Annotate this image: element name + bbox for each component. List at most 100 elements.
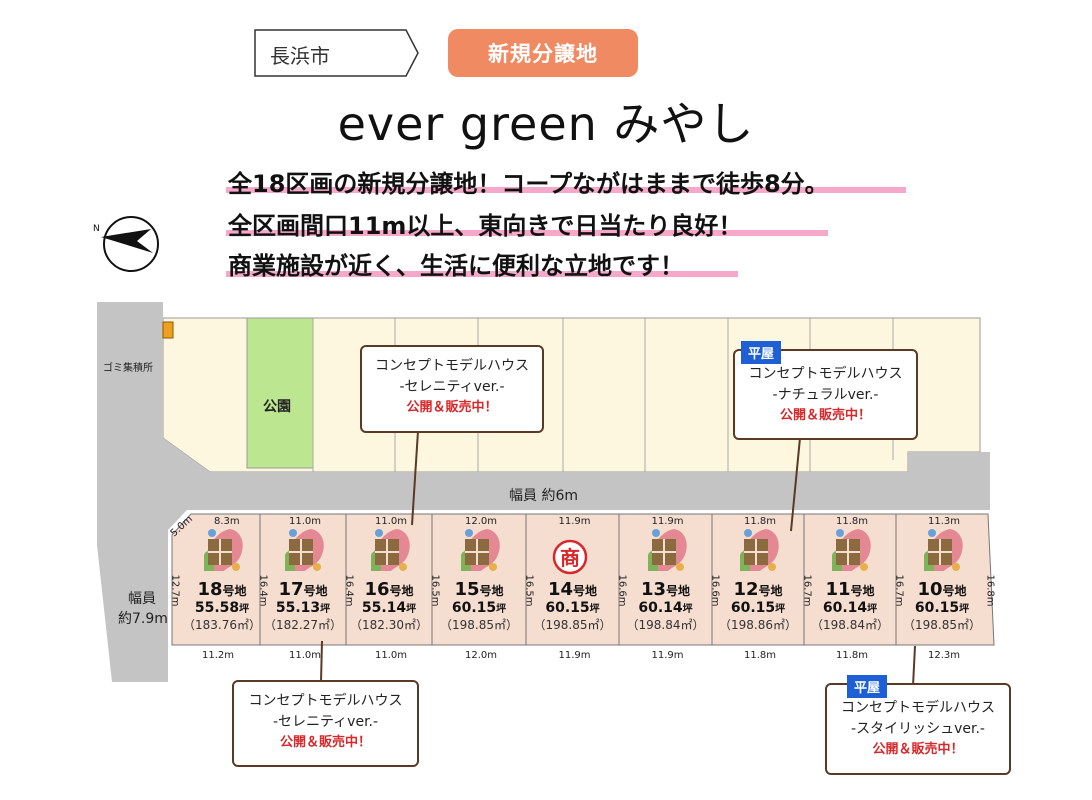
lot-number: 11号地: [825, 579, 875, 600]
callout-title: コンセプトモデルハウス: [841, 700, 995, 716]
park-area: [246, 317, 314, 469]
lot-area-sqm: （198.85㎡）: [903, 618, 981, 632]
side-road-label: 幅員: [128, 591, 156, 607]
lot-frontage-bottom: 11.9m: [651, 650, 684, 661]
lot-area-sqm: （182.27㎡）: [264, 618, 342, 632]
house-plan-icon: [920, 525, 966, 581]
park-label: 公園: [263, 399, 291, 415]
lot-area-sqm: （198.84㎡）: [811, 618, 889, 632]
callout-title: コンセプトモデルハウス: [248, 693, 403, 709]
lot-frontage-bottom: 11.0m: [289, 650, 322, 661]
callout-title: コンセプトモデルハウス: [748, 366, 903, 382]
callout-status: 公開＆販売中！: [279, 735, 371, 750]
house-plan-icon: [200, 525, 246, 581]
callout-version: -スタイリッシュver.-: [851, 721, 985, 737]
lot-area-sqm: （182.30㎡）: [350, 618, 428, 632]
lot-frontage-top: 11.8m: [744, 516, 777, 527]
lot-number: 13号地: [640, 579, 691, 600]
lot-area-tsubo: 60.15坪: [914, 600, 970, 616]
lot-frontage-top: 11.3m: [928, 516, 961, 527]
callout-status: 公開＆販売中！: [406, 400, 498, 415]
callout-version: -セレニティver.-: [272, 714, 379, 730]
lot-area-tsubo: 60.14坪: [638, 600, 693, 616]
lot-frontage-top: 11.9m: [651, 516, 684, 527]
lot-area-tsubo: 55.14坪: [361, 600, 417, 616]
shop-marker-label: 商: [560, 546, 580, 570]
lot-frontage-bottom: 12.3m: [928, 650, 961, 661]
north-compass-icon: N: [93, 213, 163, 277]
lot-area-sqm: （198.85㎡）: [440, 618, 518, 632]
lot-area-tsubo: 60.14坪: [822, 600, 878, 616]
lot-number: 12号地: [733, 579, 783, 600]
model-house-callout-17: コンセプトモデルハウス -セレニティver.- 公開＆販売中！: [232, 680, 419, 767]
lot-number: 18号地: [197, 579, 247, 600]
house-plan-icon: [736, 525, 782, 581]
lot-area-tsubo: 55.13坪: [275, 600, 331, 616]
house-plan-icon: [457, 525, 503, 581]
lot-depth: 12.7m: [169, 574, 181, 607]
lot-area-sqm: （198.85㎡）: [533, 618, 612, 632]
lot-area-tsubo: 55.58坪: [194, 600, 250, 616]
house-plan-icon: [367, 525, 413, 581]
tagline-highlight: [226, 230, 828, 236]
lot-frontage-top: 8.3m: [214, 516, 240, 527]
lot-frontage-bottom: 11.2m: [202, 650, 235, 661]
house-plan-icon: [281, 525, 327, 581]
house-plan-icon: [828, 525, 874, 581]
lot-frontage-bottom: 11.8m: [836, 650, 869, 661]
model-house-callout-16: コンセプトモデルハウス -セレニティver.- 公開＆販売中！: [360, 345, 544, 433]
tagline-highlight: [226, 271, 738, 277]
tagline-1: 全18区画の新規分譲地！コープながはままで徒歩8分。: [228, 170, 829, 198]
callout-title: コンセプトモデルハウス: [375, 358, 529, 374]
lot-area-tsubo: 60.15坪: [730, 600, 786, 616]
lot-frontage-bottom: 11.0m: [375, 650, 408, 661]
garbage-point: [162, 321, 174, 339]
shop-marker: [552, 539, 588, 575]
road-area: [97, 302, 990, 682]
lot-area-sqm: （198.86㎡）: [719, 618, 797, 632]
side-road-width-label: 約7.9m: [118, 611, 168, 627]
callout-status: 公開＆販売中！: [872, 742, 964, 757]
lot-frontage-top: 11.9m: [558, 516, 591, 527]
lot-number: 14号地: [547, 579, 598, 600]
lot-number: 15号地: [454, 579, 504, 600]
lot-area-tsubo: 60.15坪: [451, 600, 507, 616]
new-subdivision-badge: 新規分譲地: [448, 29, 638, 77]
model-house-callout-12: コンセプトモデルハウス -ナチュラルver.- 公開＆販売中！: [733, 349, 918, 440]
city-label: 長浜市: [270, 44, 330, 68]
lot-depth-right: 16.8m: [984, 574, 996, 607]
page-title: ever green みやし: [337, 97, 755, 151]
lot-frontage-bottom: 11.9m: [558, 650, 591, 661]
model-house-callout-10: コンセプトモデルハウス -スタイリッシュver.- 公開＆販売中！: [825, 683, 1011, 775]
callout-version: -セレニティver.-: [399, 379, 505, 395]
single-story-tag: 平屋: [741, 341, 782, 364]
city-tag: 長浜市: [254, 29, 419, 77]
lot-frontage-bottom: 11.8m: [744, 650, 777, 661]
lot-number: 17号地: [278, 579, 328, 600]
lot-frontage-top: 11.0m: [289, 516, 322, 527]
lot-frontage-top: 12.0m: [465, 516, 498, 527]
tagline-3: 商業施設が近く、生活に便利な立地です！: [228, 252, 684, 280]
lot-area-sqm: （198.84㎡）: [626, 618, 705, 632]
tagline-2: 全区画間口11m以上、東向きで日当たり良好！: [228, 212, 743, 240]
tagline-highlight: [226, 187, 906, 193]
house-plan-icon: [644, 525, 690, 581]
lot-area-sqm: （183.76㎡）: [183, 618, 261, 632]
north-label: N: [93, 224, 100, 234]
garbage-label: ゴミ集積所: [103, 363, 153, 374]
lot-frontage-top: 11.8m: [836, 516, 869, 527]
callout-version: -ナチュラルver.-: [772, 387, 879, 403]
callout-status: 公開＆販売中！: [779, 408, 871, 423]
main-road-width-label: 幅員 約6m: [509, 488, 578, 504]
lot-number: 16号地: [364, 579, 414, 600]
